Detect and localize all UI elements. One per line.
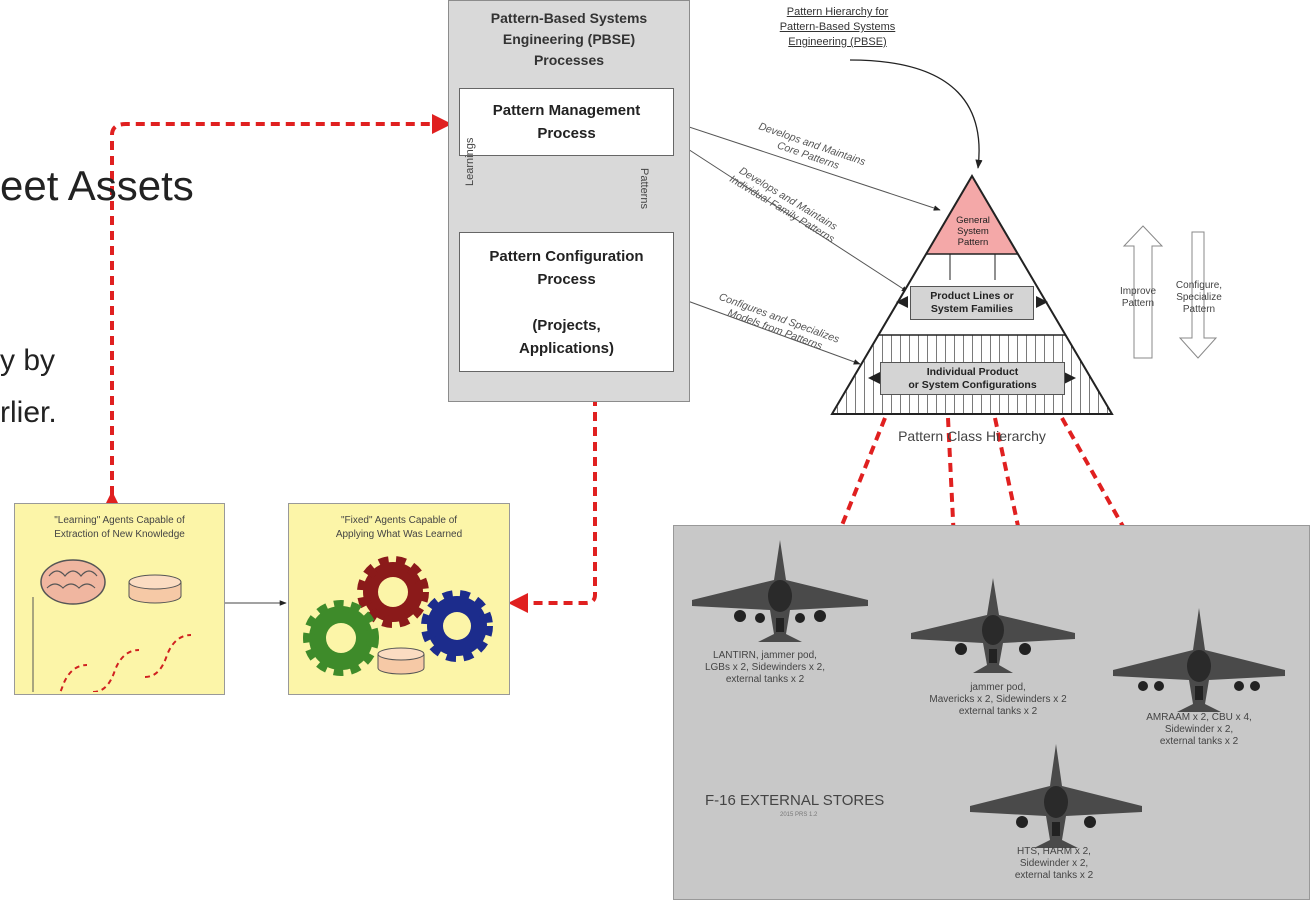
- body-fragment-1: y by: [0, 344, 56, 377]
- pattern-configuration-process: Pattern Configuration Process (Projects,…: [459, 232, 674, 372]
- pattern-management-process: Pattern Management Process: [459, 88, 674, 156]
- improve-pattern-label: Improve Pattern: [1119, 286, 1157, 309]
- gears-illustration: [303, 556, 493, 676]
- learning-agents-title: "Learning" Agents Capable of Extraction …: [54, 515, 185, 540]
- patterns-label: Patterns: [638, 168, 650, 209]
- learning-curve-icon: [32, 597, 192, 692]
- general-system-pattern: General System Pattern: [956, 215, 990, 248]
- learning-agents-box: "Learning" Agents Capable of Extraction …: [14, 503, 225, 695]
- learning-agents-illustration: [32, 559, 192, 692]
- individual-configurations-layer: Individual Product or System Configurati…: [880, 362, 1065, 395]
- pattern-class-hierarchy-label: Pattern Class Hierarchy: [898, 428, 1046, 444]
- f16-aircraft-icon-3: [1113, 608, 1285, 712]
- f16-external-stores-subtitle: 2015 PRS 1.2: [780, 812, 818, 818]
- fixed-agents-title: "Fixed" Agents Capable of Applying What …: [335, 515, 463, 540]
- edge-core-line: [673, 121, 941, 211]
- product-lines-layer: Product Lines or System Families: [910, 286, 1034, 320]
- learnings-label: Learnings: [464, 137, 476, 186]
- fixed-agents-box: "Fixed" Agents Capable of Applying What …: [288, 503, 510, 695]
- edge-config-line: [673, 295, 861, 365]
- brain-icon: [40, 559, 106, 605]
- configure-arrow-shape: [1178, 231, 1218, 359]
- hierarchy-title: Pattern Hierarchy for Pattern-Based Syst…: [779, 6, 896, 48]
- f16-config-2-caption: jammer pod, Mavericks x 2, Sidewinders x…: [929, 682, 1067, 717]
- title-connector: [849, 59, 983, 169]
- f16-aircraft-drawings: [692, 540, 1285, 848]
- edge-family-line: [673, 139, 909, 293]
- f16-aircraft-icon-2: [911, 578, 1075, 673]
- f16-aircraft-icon-1: [692, 540, 868, 642]
- link-management-learning: [102, 114, 452, 511]
- configure-pattern-label: Configure, Specialize Pattern: [1175, 280, 1223, 315]
- f16-config-3-caption: AMRAAM x 2, CBU x 4, Sidewinder x 2, ext…: [1146, 712, 1252, 747]
- heading-fragment: eet Assets: [0, 162, 194, 209]
- f16-external-stores-title: F-16 EXTERNAL STORES: [705, 792, 885, 809]
- body-fragment-2: rlier.: [0, 396, 57, 429]
- improve-arrow-shape: [1122, 225, 1164, 359]
- gear-icon-blue: [421, 590, 493, 662]
- gear-icon-red: [357, 556, 429, 628]
- f16-aircraft-icon-4: [970, 744, 1142, 848]
- database-icon: [377, 647, 425, 675]
- link-configuration-fixed: [508, 366, 605, 613]
- f16-config-1-caption: LANTIRN, jammer pod, LGBs x 2, Sidewinde…: [704, 650, 826, 685]
- gear-icon-green: [303, 600, 379, 676]
- f16-config-4-caption: HTS, HARM x 2, Sidewinder x 2, external …: [1014, 846, 1094, 881]
- database-icon: [128, 574, 182, 604]
- pbse-title: Pattern-Based Systems Engineering (PBSE)…: [490, 10, 648, 68]
